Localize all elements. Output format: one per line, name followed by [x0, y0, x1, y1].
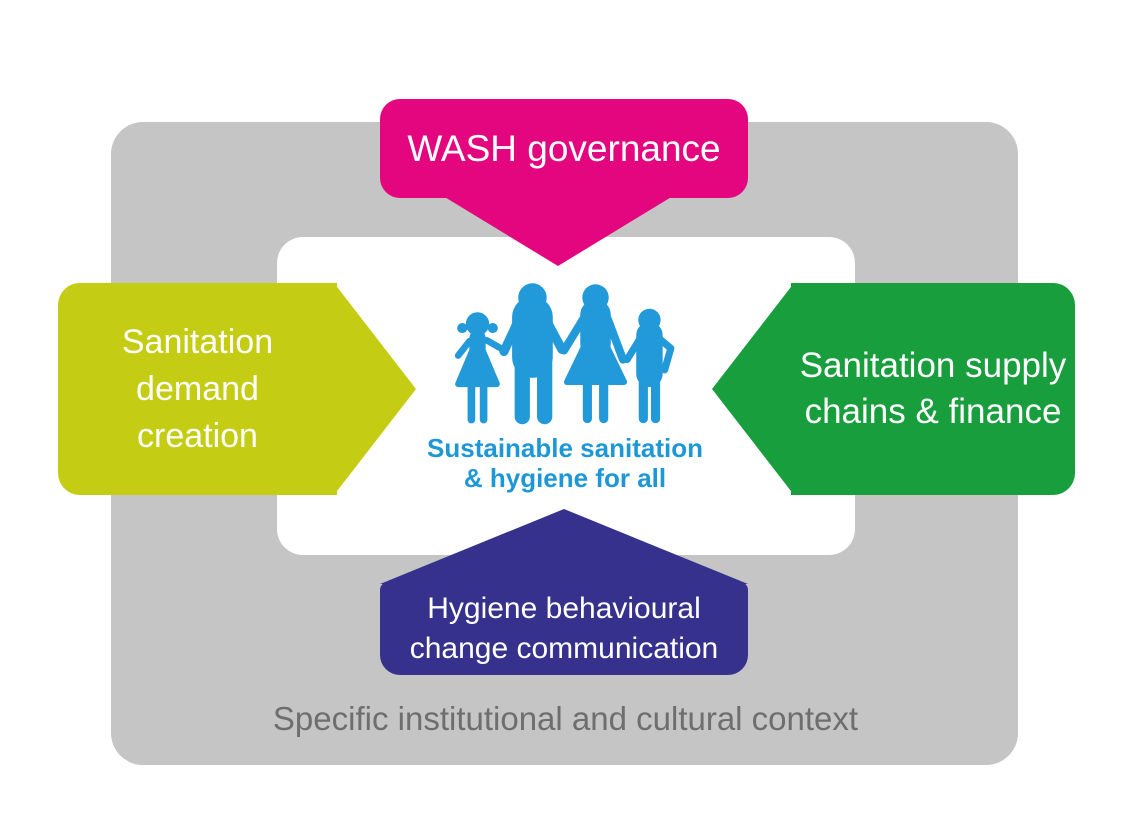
banner-wash-governance: WASH governance [380, 99, 748, 198]
context-label: Specific institutional and cultural cont… [272, 700, 859, 737]
center-caption-line-1: Sustainable sanitation [427, 433, 703, 463]
bottom-banner-line-2: change communication [409, 631, 719, 665]
banner-sanitation-demand-creation: Sanitation demand creation [58, 283, 337, 495]
left-banner-line-3: creation [137, 416, 258, 455]
left-banner-line-1: Sanitation [121, 322, 274, 361]
center-caption: Sustainable sanitation & hygiene for all [405, 433, 725, 493]
bottom-banner-line-1: Hygiene behavioural [427, 591, 701, 625]
banner-hygiene-behaviour-change: Hygiene behavioural change communication [380, 582, 748, 675]
banner-wash-governance-label: WASH governance [407, 127, 721, 169]
center-caption-line-2: & hygiene for all [463, 463, 667, 493]
right-banner-line-1: Sanitation supply [799, 346, 1067, 385]
right-banner-line-2: chains & finance [804, 392, 1062, 431]
family-icon [454, 283, 675, 425]
banner-sanitation-supply-chains: Sanitation supply chains & finance [791, 283, 1075, 495]
left-banner-line-2: demand [136, 369, 259, 408]
